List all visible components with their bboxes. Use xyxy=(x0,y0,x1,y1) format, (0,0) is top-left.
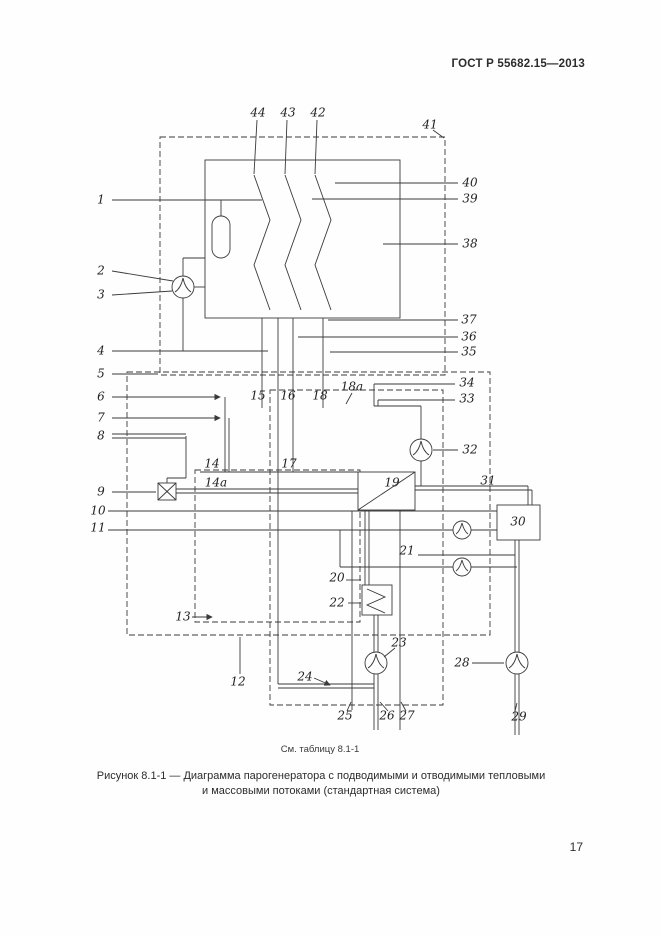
leader-lines xyxy=(111,119,518,712)
diagram-label-39: 39 xyxy=(462,192,478,206)
diagram-label-44: 44 xyxy=(249,106,265,120)
diagram-label-1: 1 xyxy=(97,193,105,207)
diagram-label-32: 32 xyxy=(462,443,477,457)
diagram-label-9: 9 xyxy=(97,485,105,499)
diagram-label-17: 17 xyxy=(281,457,297,471)
fan-icon xyxy=(171,275,195,299)
diagram-label-4: 4 xyxy=(96,344,105,358)
diagram-label-16: 16 xyxy=(280,389,296,403)
diagram-label-7: 7 xyxy=(97,411,105,425)
diagram-label-41: 41 xyxy=(421,118,437,132)
heat-exchanger-22 xyxy=(361,584,393,616)
component-30-box xyxy=(496,504,541,541)
diagram-label-40: 40 xyxy=(461,176,478,190)
drum-icon xyxy=(211,215,231,259)
small-pump-lower-icon xyxy=(452,557,472,577)
diagram-label-35: 35 xyxy=(461,345,476,359)
heat-exchanger-19 xyxy=(357,471,416,511)
diagram-label-8: 8 xyxy=(97,429,105,443)
diagram-label-42: 42 xyxy=(309,106,325,120)
diagram-label-37: 37 xyxy=(461,313,477,327)
diagram-label-29: 29 xyxy=(510,710,527,724)
diagram-label-14: 14 xyxy=(204,457,219,471)
diagram-label-6: 6 xyxy=(97,390,105,404)
pump-32-icon xyxy=(409,438,433,462)
diagram-label-10: 10 xyxy=(90,504,106,518)
heating-surface-icon xyxy=(284,174,302,311)
diagram-label-20: 20 xyxy=(328,571,345,585)
diagram-label-22: 22 xyxy=(328,596,344,610)
diagram-label-24: 24 xyxy=(296,670,312,684)
diagram-label-26: 26 xyxy=(378,709,395,723)
page-number: 17 xyxy=(569,840,583,854)
diagram-label-21: 21 xyxy=(398,544,414,558)
heating-surface-icon xyxy=(253,174,271,311)
diagram-label-38: 38 xyxy=(462,237,478,251)
components xyxy=(157,275,541,675)
diagram-label-19: 19 xyxy=(384,476,400,490)
pump-23-icon xyxy=(364,651,388,675)
diagram-label-31: 31 xyxy=(480,474,495,488)
diagram-label-3: 3 xyxy=(97,288,105,302)
diagram-label-27: 27 xyxy=(398,709,415,723)
system-boundary-boxes xyxy=(126,136,491,706)
diagram-label-14a: 14a xyxy=(205,476,227,490)
diagram-label-11: 11 xyxy=(90,521,105,535)
heating-surface-icon xyxy=(314,174,332,311)
figure-caption: Рисунок 8.1-1 — Диаграмма парогенератора… xyxy=(96,770,546,798)
boundary-5 xyxy=(126,371,491,636)
valve-9-icon xyxy=(157,482,177,501)
boiler-casing xyxy=(204,159,401,319)
diagram-label-18a: 18a xyxy=(341,380,363,394)
boundary-18a xyxy=(269,389,444,706)
diagram-label-28: 28 xyxy=(453,656,470,670)
boiler-structure xyxy=(182,159,401,351)
diagram-label-13: 13 xyxy=(175,610,191,624)
diagram-label-30: 30 xyxy=(510,515,526,529)
small-pump-upper-icon xyxy=(452,520,472,540)
diagram-label-5: 5 xyxy=(97,367,105,381)
diagram-label-34: 34 xyxy=(459,376,474,390)
diagram-label-36: 36 xyxy=(461,330,477,344)
document-header: ГОСТ Р 55682.15—2013 xyxy=(451,58,585,70)
diagram-label-2: 2 xyxy=(96,264,105,278)
boundary-41 xyxy=(159,136,446,376)
diagram-label-43: 43 xyxy=(279,106,296,120)
diagram-label-15: 15 xyxy=(250,389,265,403)
diagram-label-18: 18 xyxy=(312,389,328,403)
boundary-13 xyxy=(194,469,361,623)
diagram-label-12: 12 xyxy=(230,675,245,689)
pipes xyxy=(108,318,533,735)
see-table-note: См. таблицу 8.1-1 xyxy=(280,744,360,755)
diagram-label-33: 33 xyxy=(459,392,475,406)
diagram-label-23: 23 xyxy=(390,636,407,650)
pump-28-icon xyxy=(505,651,529,675)
diagram-label-25: 25 xyxy=(336,709,352,723)
